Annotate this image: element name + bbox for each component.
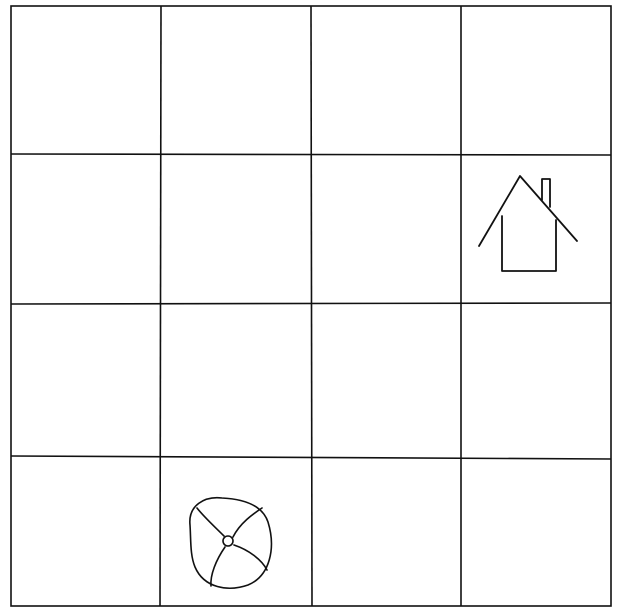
grid-line-horizontal-1	[11, 154, 611, 155]
grid-cell	[11, 6, 161, 154]
grid-cell	[11, 304, 161, 456]
grid-cell	[11, 154, 161, 304]
grid-cell	[161, 304, 311, 456]
grid-line-vertical-1	[160, 6, 161, 606]
grid-cell	[161, 6, 311, 154]
grid-line-horizontal-2	[11, 303, 611, 304]
grid-cell	[461, 456, 611, 606]
grid-cell	[311, 456, 461, 606]
grid-cell	[461, 6, 611, 154]
grid-cell-house	[461, 154, 611, 304]
grid-line-vertical-2	[311, 6, 312, 606]
grid-cell	[161, 154, 311, 304]
grid-cell	[311, 6, 461, 154]
grid-cell	[311, 304, 461, 456]
grid-cell	[11, 456, 161, 606]
grid-cell	[461, 304, 611, 456]
grid-cell	[311, 154, 461, 304]
